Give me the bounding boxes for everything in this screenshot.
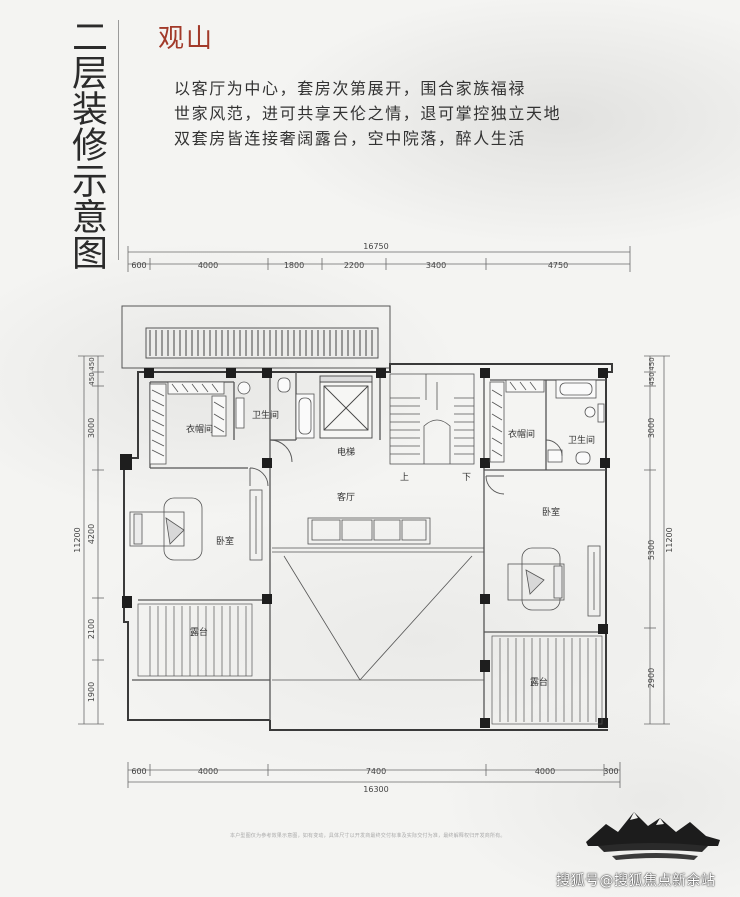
dimension-lines-right — [644, 355, 670, 725]
structural-columns — [120, 368, 610, 728]
description-block: 以客厅为中心，套房次第展开，围合家族福禄 世家风范，进可共享天伦之情，退可掌控独… — [174, 76, 614, 151]
dim-left-1: 450 — [88, 357, 96, 370]
dim-right-total: 11200 — [665, 527, 674, 552]
dim-right-3: 3000 — [647, 418, 656, 438]
label-closet-left: 衣帽间 — [186, 423, 213, 435]
dim-top-5: 3400 — [426, 261, 446, 270]
dim-top-6: 4750 — [548, 261, 568, 270]
description-line-1: 以客厅为中心，套房次第展开，围合家族福禄 — [174, 79, 527, 98]
dim-right-4: 5300 — [647, 540, 656, 560]
dim-bottom-3: 7400 — [366, 767, 386, 776]
dim-bottom-2: 4000 — [198, 767, 218, 776]
dim-top-2: 4000 — [198, 261, 218, 270]
label-terrace-right: 露台 — [530, 676, 548, 688]
dim-bottom-5: 300 — [603, 767, 618, 776]
dimension-lines-bottom — [127, 762, 621, 788]
page-title: 二层装修示意图 — [66, 18, 107, 270]
dim-left-6: 1900 — [87, 682, 96, 702]
label-terrace-left: 露台 — [190, 626, 208, 638]
label-bath-left: 卫生间 — [252, 409, 279, 421]
dim-bottom-1: 600 — [131, 767, 146, 776]
bedroom-left-furniture — [129, 489, 263, 561]
closet-left — [149, 381, 227, 465]
bathroom-right-fixtures — [547, 379, 605, 465]
door-swings — [249, 439, 563, 495]
dimension-lines-top — [127, 246, 631, 272]
label-living: 客厅 — [337, 491, 355, 503]
dim-left-4: 4200 — [87, 524, 96, 544]
title-divider — [118, 20, 119, 260]
watermark: 搜狐号@搜狐焦点新余站 — [556, 873, 716, 889]
closet-right — [489, 379, 545, 463]
description-line-3: 双套房皆连接奢阔露台，空中院落，醉人生活 — [174, 129, 527, 148]
dim-left-2: 450 — [88, 372, 96, 385]
roof-balustrade — [149, 330, 373, 356]
elevator — [319, 375, 373, 439]
label-bedroom-right: 卧室 — [542, 506, 560, 518]
dim-top-3: 1800 — [284, 261, 304, 270]
label-bath-right: 卫生间 — [568, 434, 595, 446]
dim-top-4: 2200 — [344, 261, 364, 270]
living-room-furniture — [272, 517, 484, 681]
dim-left-5: 2100 — [87, 619, 96, 639]
label-stair-down: 下 — [462, 473, 471, 483]
dim-left-3: 3000 — [87, 418, 96, 438]
mountain-logo — [586, 812, 720, 860]
section-subtitle: 观山 — [158, 24, 215, 54]
bedroom-right-furniture — [507, 545, 601, 617]
dim-right-1: 450 — [648, 357, 656, 370]
dim-top-1: 600 — [131, 261, 146, 270]
description-line-2: 世家风范，进可共享天伦之情，退可掌控独立天地 — [174, 104, 562, 123]
interior-walls — [132, 372, 606, 720]
label-stair-up: 上 — [400, 472, 409, 483]
label-elevator: 电梯 — [337, 446, 355, 458]
bathroom-left-fixtures — [235, 377, 315, 439]
dim-right-2: 450 — [648, 372, 656, 385]
label-bedroom-left: 卧室 — [216, 535, 234, 547]
dim-right-5: 2900 — [647, 668, 656, 688]
disclaimer-text: 本户型图仅为参考效果示意图，如有变动，具体尺寸以开发商最终交付标准及实际交付为准… — [230, 833, 506, 839]
dim-bottom-4: 4000 — [535, 767, 555, 776]
staircase — [389, 373, 475, 465]
label-closet-right: 衣帽间 — [508, 428, 535, 440]
dim-bottom-total: 16300 — [363, 785, 388, 794]
dim-top-total: 16750 — [363, 242, 388, 251]
roof-outline — [121, 305, 391, 369]
terrace-right — [491, 635, 603, 725]
terrace-left — [137, 603, 253, 677]
dim-left-total: 11200 — [73, 527, 82, 552]
dimension-lines-left — [78, 355, 104, 725]
